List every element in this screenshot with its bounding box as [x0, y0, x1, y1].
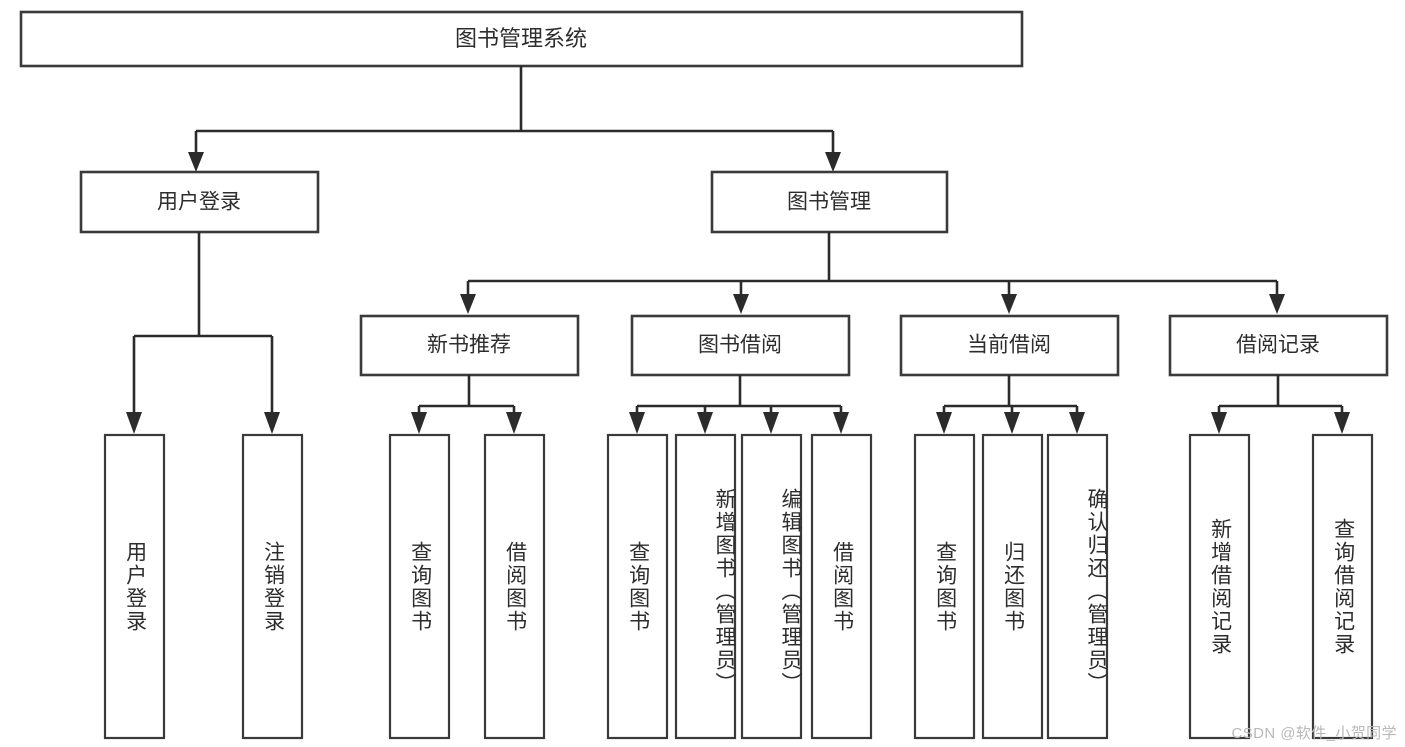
arrow-head-icon [1004, 412, 1020, 434]
node-user-login[interactable]: 用户登录 [79, 170, 320, 234]
leaf-box-edit-book-admin[interactable] [740, 433, 803, 740]
node-new-book-recommend-label: 新书推荐 [427, 334, 511, 357]
watermark: CSDN @软件_小贺同学 [1231, 725, 1397, 742]
node-current-borrow-label: 当前借阅 [967, 334, 1051, 357]
node-new-book-recommend[interactable]: 新书推荐 [359, 314, 580, 377]
arrow-head-icon [1269, 294, 1285, 314]
node-user-login-label: 用户登录 [157, 191, 241, 214]
node-book-management[interactable]: 图书管理 [710, 170, 949, 234]
leaf-box-add-book-admin[interactable] [674, 433, 737, 740]
leaf-box-return-book[interactable] [981, 433, 1044, 740]
node-root[interactable]: 图书管理系统 [19, 10, 1024, 68]
node-root-box[interactable] [19, 10, 1024, 68]
arrow-head-icon [264, 412, 280, 434]
connector-new-book-recommend-to-leaves [411, 375, 522, 434]
connector-root-to-level2 [188, 66, 841, 172]
arrow-head-icon [188, 152, 204, 172]
leaf-box-query-borrow-record[interactable] [1311, 433, 1374, 740]
node-book-borrow[interactable]: 图书借阅 [630, 314, 851, 377]
node-user-login-box[interactable] [79, 170, 320, 234]
connector-current-borrow-to-leaves [936, 375, 1085, 434]
arrow-head-icon [1211, 412, 1227, 434]
arrow-head-icon [1334, 412, 1350, 434]
leaf-box-add-borrow-record[interactable] [1188, 433, 1251, 740]
node-root-label: 图书管理系统 [455, 26, 587, 51]
leaf-box-logout[interactable] [241, 433, 304, 740]
leaf-box-query-book-rec[interactable] [388, 433, 451, 740]
connector-borrow-record-to-leaves [1211, 375, 1350, 434]
node-book-management-label: 图书管理 [787, 191, 871, 214]
leaf-box-user-login[interactable] [103, 433, 166, 740]
leaf-box-borrow-book[interactable] [810, 433, 873, 740]
node-borrow-record-label: 借阅记录 [1236, 334, 1320, 357]
arrow-head-icon [825, 152, 841, 172]
arrow-head-icon [833, 412, 849, 434]
leaf-box-confirm-return-admin[interactable] [1046, 433, 1109, 740]
arrow-head-icon [411, 412, 427, 434]
arrow-head-icon [763, 412, 779, 434]
node-current-borrow-box[interactable] [899, 314, 1120, 377]
node-new-book-recommend-box[interactable] [359, 314, 580, 377]
node-current-borrow[interactable]: 当前借阅 [899, 314, 1120, 377]
arrow-head-icon [629, 412, 645, 434]
arrow-head-icon [1001, 294, 1017, 314]
arrow-head-icon [126, 412, 142, 434]
leaf-box-borrow-book-rec[interactable] [483, 433, 546, 740]
arrow-head-icon [697, 412, 713, 434]
leaf-box-query-book-current[interactable] [913, 433, 976, 740]
connector-book-management-to-level3 [460, 232, 1285, 314]
node-borrow-record[interactable]: 借阅记录 [1168, 314, 1389, 377]
arrow-head-icon [733, 294, 749, 314]
arrow-head-icon [506, 412, 522, 434]
arrow-head-icon [936, 412, 952, 434]
node-book-borrow-label: 图书借阅 [698, 334, 782, 357]
connector-user-login-to-leaves [126, 232, 280, 434]
arrow-head-icon [1069, 412, 1085, 434]
leaf-box-query-book-borrow[interactable] [606, 433, 669, 740]
connector-book-borrow-to-leaves [629, 375, 849, 434]
arrow-head-icon [460, 294, 476, 314]
